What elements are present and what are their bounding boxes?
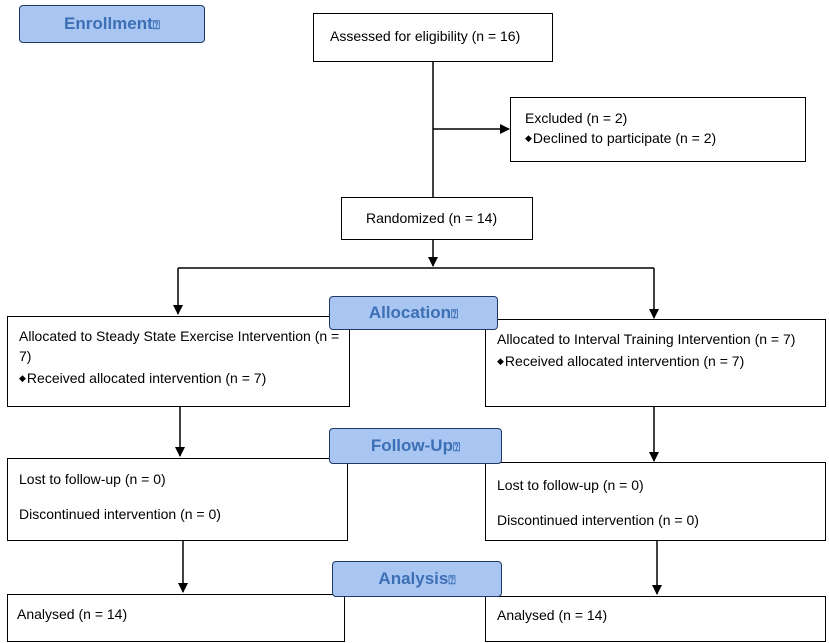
- right-received-text: Received allocated intervention (n = 7): [504, 353, 745, 369]
- excluded-reason: Declined to participate (n = 2): [532, 130, 717, 146]
- randomized-box: Randomized (n = 14): [341, 197, 533, 240]
- right-allocation-box: Allocated to Interval Training Intervent…: [485, 319, 826, 407]
- right-received-row: ◆Received allocated intervention (n = 7): [497, 351, 817, 371]
- allocation-stage-text: Allocation: [368, 303, 451, 322]
- right-analysed-text: Analysed (n = 14): [497, 607, 608, 623]
- right-lost-text: Lost to follow-up (n = 0): [497, 477, 644, 493]
- left-received-text: Received allocated intervention (n = 7): [26, 370, 267, 386]
- left-followup-box: Lost to follow-up (n = 0) Discontinued i…: [7, 458, 348, 541]
- allocation-stage-glyph: ⍰: [450, 307, 459, 321]
- analysis-stage-glyph: ⍰: [448, 573, 456, 587]
- bullet-icon: ◆: [497, 356, 504, 366]
- right-discontinued-text: Discontinued intervention (n = 0): [497, 512, 699, 528]
- bullet-icon: ◆: [19, 373, 26, 383]
- assessed-box: Assessed for eligibility (n = 16): [313, 13, 553, 62]
- allocation-stage-label: Allocation⍰: [329, 296, 498, 330]
- analysis-stage-text: Analysis: [378, 569, 449, 588]
- assessed-text: Assessed for eligibility (n = 16): [330, 28, 521, 44]
- enrollment-stage-text: Enrollment: [64, 14, 153, 33]
- bullet-icon: ◆: [525, 133, 532, 143]
- left-allocated-text: Allocated to Steady State Exercise Inter…: [19, 328, 340, 364]
- randomized-text: Randomized (n = 14): [366, 210, 498, 226]
- right-allocated-text: Allocated to Interval Training Intervent…: [497, 331, 796, 347]
- analysis-stage-label: Analysis⍰: [332, 561, 502, 597]
- excluded-reason-row: ◆Declined to participate (n = 2): [525, 128, 805, 148]
- left-analysis-box: Analysed (n = 14): [7, 594, 345, 642]
- excluded-title: Excluded (n = 2): [525, 110, 628, 126]
- followup-stage-label: Follow-Up⍰: [329, 428, 502, 464]
- excluded-box: Excluded (n = 2) ◆Declined to participat…: [510, 97, 806, 162]
- right-followup-box: Lost to follow-up (n = 0) Discontinued i…: [485, 462, 826, 541]
- enrollment-stage-label: Enrollment⍰: [19, 5, 205, 43]
- followup-stage-text: Follow-Up: [370, 436, 453, 455]
- left-allocation-box: Allocated to Steady State Exercise Inter…: [7, 316, 350, 407]
- left-analysed-text: Analysed (n = 14): [17, 606, 128, 622]
- left-lost-text: Lost to follow-up (n = 0): [19, 471, 166, 487]
- followup-stage-glyph: ⍰: [452, 440, 461, 454]
- left-received-row: ◆Received allocated intervention (n = 7): [19, 368, 341, 388]
- left-discontinued-text: Discontinued intervention (n = 0): [19, 506, 221, 522]
- enrollment-stage-glyph: ⍰: [152, 18, 160, 32]
- right-analysis-box: Analysed (n = 14): [485, 596, 826, 642]
